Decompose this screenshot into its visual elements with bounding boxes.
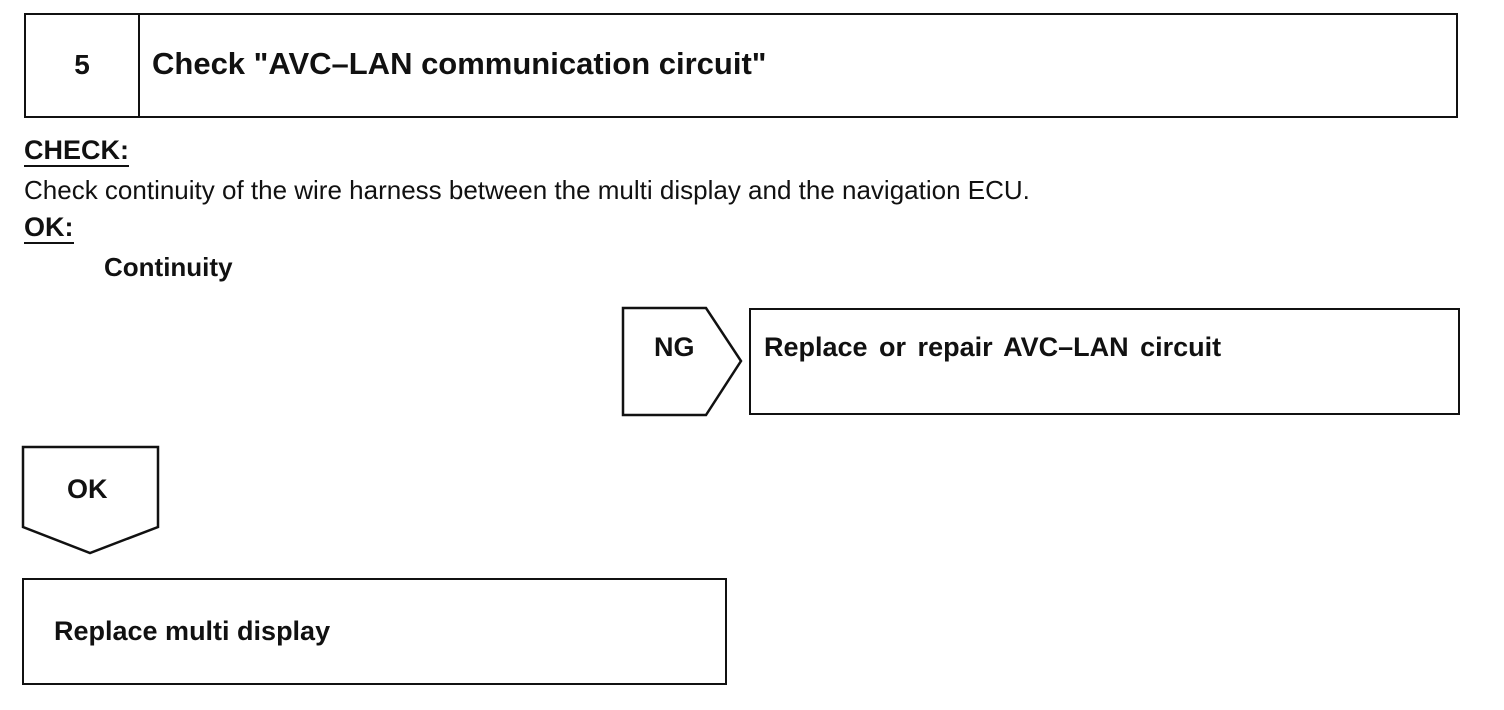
check-label: CHECK: — [24, 135, 129, 167]
step-title: Check "AVC–LAN communication circuit" — [152, 45, 767, 81]
check-instruction: Check continuity of the wire harness bet… — [24, 175, 1030, 205]
step-header: 5 Check "AVC–LAN communication circuit" — [24, 13, 1458, 118]
ng-action-text: Replace or repair AVC–LAN circuit — [764, 332, 1222, 362]
ok-criterion: Continuity — [104, 252, 233, 282]
ng-arrow-label: NG — [654, 332, 695, 362]
ok-arrow-label: OK — [67, 474, 108, 504]
ok-action-box: Replace multi display — [22, 578, 727, 685]
ok-action-text: Replace multi display — [54, 616, 331, 646]
ng-action-box: Replace or repair AVC–LAN circuit — [749, 308, 1460, 415]
ok-label: OK: — [24, 212, 74, 244]
step-number: 5 — [26, 15, 140, 116]
